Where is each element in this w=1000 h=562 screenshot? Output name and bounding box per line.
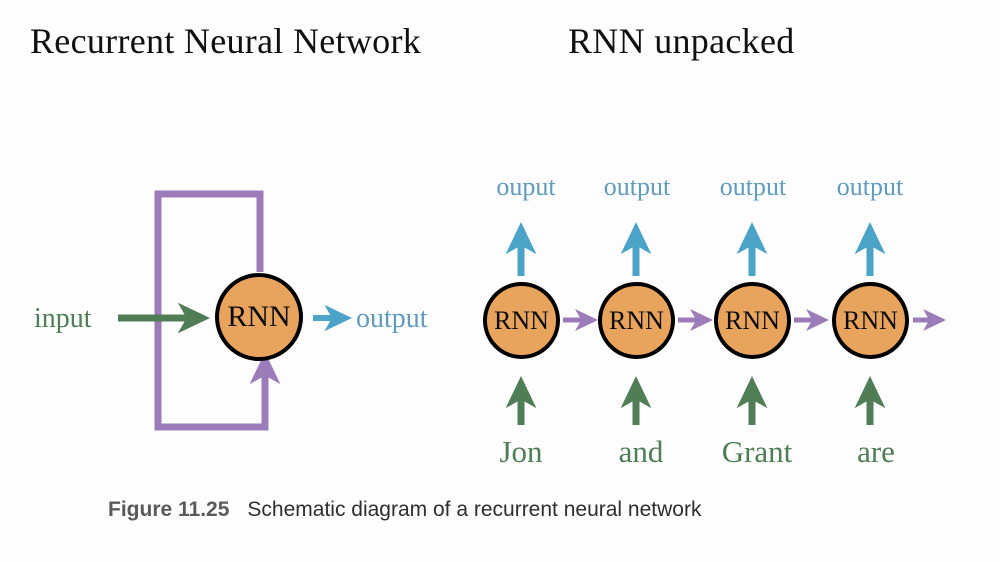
figure-caption: Figure 11.25 Schematic diagram of a recur… bbox=[108, 498, 701, 522]
right-panel-title: RNN unpacked bbox=[568, 21, 795, 61]
word-label-cell-2: and bbox=[618, 434, 664, 469]
left-panel-title: Recurrent Neural Network bbox=[30, 21, 422, 61]
input-label-left: input bbox=[34, 303, 92, 334]
figure-caption-text: Schematic diagram of a recurrent neural … bbox=[247, 498, 702, 521]
rnn-node-cell-1-label: RNN bbox=[494, 305, 549, 335]
output-label-cell-2: output bbox=[603, 172, 671, 201]
rnn-node-cell-3: RNN bbox=[714, 282, 791, 359]
output-label-cell-3: output bbox=[719, 172, 787, 201]
rnn-node-cell-4: RNN bbox=[832, 282, 909, 359]
rnn-node-cell-4-label: RNN bbox=[843, 305, 898, 335]
output-label-cell-1: ouput bbox=[496, 172, 556, 201]
rnn-node-cell-2: RNN bbox=[598, 282, 675, 359]
rnn-node-left-label: RNN bbox=[227, 300, 291, 333]
rnn-node-cell-3-label: RNN bbox=[725, 305, 780, 335]
rnn-node-left: RNN bbox=[215, 273, 303, 361]
word-label-cell-1: Jon bbox=[499, 434, 543, 469]
rnn-node-cell-1: RNN bbox=[483, 282, 560, 359]
figure-number: Figure 11.25 bbox=[108, 498, 230, 521]
output-label-left: output bbox=[356, 303, 428, 334]
output-label-cell-4: output bbox=[836, 172, 904, 201]
rnn-node-cell-2-label: RNN bbox=[609, 305, 664, 335]
word-label-cell-3: Grant bbox=[721, 434, 793, 469]
word-label-cell-4: are bbox=[857, 434, 895, 469]
